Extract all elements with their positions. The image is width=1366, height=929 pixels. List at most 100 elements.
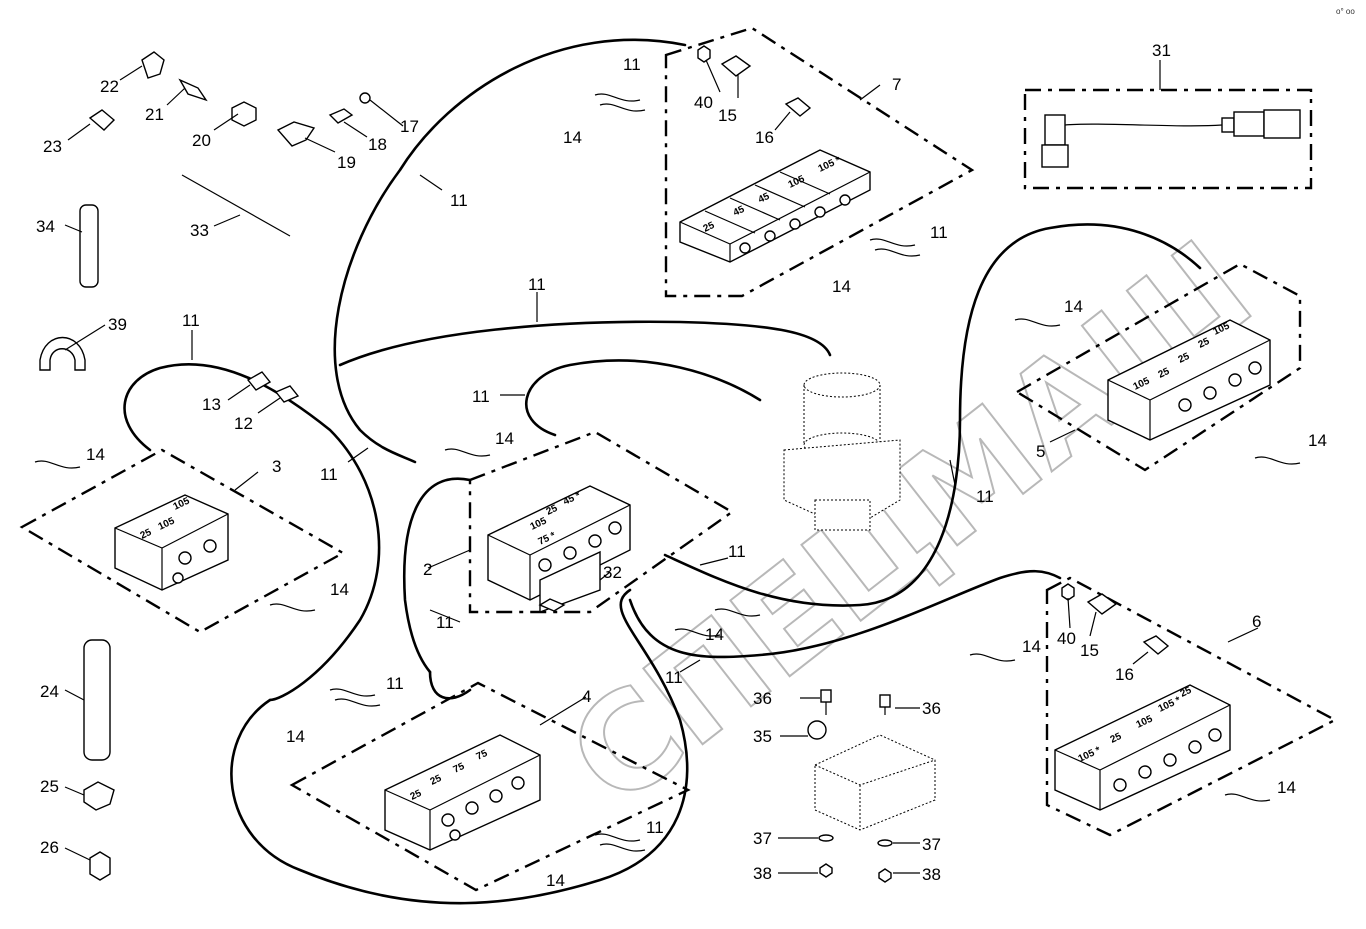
- hoses: [123, 38, 1202, 905]
- callout-16-b: 16: [1115, 665, 1134, 684]
- callout-34: 34: [36, 217, 55, 236]
- box-assembly-31: [1023, 88, 1313, 190]
- fitting-40-right: [1061, 583, 1075, 601]
- hose-lower-right: [628, 569, 1062, 659]
- connector-12: [274, 385, 300, 403]
- callout-36-b: 36: [922, 699, 941, 718]
- callout-18: 18: [368, 135, 387, 154]
- callout-24: 24: [40, 682, 59, 701]
- block4-label-75b: 75: [475, 748, 490, 763]
- adapter-21: [178, 78, 208, 102]
- callout-35: 35: [753, 727, 772, 746]
- callout-37-b: 37: [922, 835, 941, 854]
- box-assembly-5: [1014, 262, 1302, 472]
- callout-3: 3: [272, 457, 281, 476]
- box-assembly-7: [664, 26, 975, 298]
- box-assembly-3: [19, 448, 346, 634]
- callout-11-j: 11: [436, 613, 454, 632]
- callout-11-m: 11: [646, 818, 664, 837]
- lubrication-pump: [783, 372, 901, 531]
- callout-7: 7: [892, 75, 901, 94]
- callout-22: 22: [100, 77, 119, 96]
- callout-11-k: 11: [665, 668, 683, 687]
- callout-11-l: 11: [386, 674, 404, 693]
- grease-nipple-22: [141, 51, 165, 79]
- callout-40-b: 40: [1057, 629, 1076, 648]
- callout-11-h: 11: [976, 487, 994, 506]
- fitting-32: [538, 598, 566, 612]
- callout-15-a: 15: [718, 106, 737, 125]
- distributor-block-5: 105 25 25 25 105: [1107, 319, 1271, 441]
- block5-label-25: 25: [1157, 366, 1172, 381]
- connector-13: [246, 371, 272, 391]
- callout-39: 39: [108, 315, 127, 334]
- hose-bottom: [428, 670, 472, 700]
- hose-top-loop: [333, 38, 687, 464]
- callout-20: 20: [192, 131, 211, 150]
- callout-14-i: 14: [1022, 637, 1041, 656]
- callout-14-k: 14: [286, 727, 305, 746]
- box-assembly-2: [468, 430, 735, 614]
- block6-label-25b: 25: [1179, 685, 1194, 700]
- hose-middle: [338, 320, 832, 367]
- nut-20: [231, 101, 257, 127]
- distributor-block-6: 105 * 25 105 105 * 25: [1054, 684, 1231, 811]
- fitting-40-top: [697, 45, 711, 63]
- distributor-block-7: 25 45 45 105 105 *: [679, 149, 871, 263]
- grease-cartridge-24: [83, 639, 111, 761]
- hose-right-loop: [663, 223, 1202, 607]
- block4-label-75: 75: [452, 761, 467, 776]
- block2-label-25: 25: [545, 503, 560, 518]
- callout-11-b: 11: [320, 465, 338, 484]
- callout-14-c: 14: [563, 128, 582, 147]
- elbow-19: [276, 121, 316, 147]
- callout-14-e: 14: [1064, 297, 1083, 316]
- o-ring-17: [359, 92, 371, 104]
- callout-14-a: 14: [86, 445, 105, 464]
- block7-label-45b: 45: [757, 191, 772, 206]
- callout-14-d: 14: [832, 277, 851, 296]
- box-assembly-4: [289, 681, 691, 892]
- callout-12: 12: [234, 414, 253, 433]
- callout-14-g: 14: [1308, 431, 1327, 450]
- sensor-cable: [1041, 109, 1301, 168]
- distributor-block-2: 75 * 105 25 45 *: [487, 485, 631, 614]
- fitting-15-right: [1086, 593, 1118, 615]
- box-assembly-6: [1045, 576, 1338, 837]
- spiral-sleeve-34: [79, 204, 99, 288]
- connector-18: [328, 108, 354, 124]
- callout-36-a: 36: [753, 689, 772, 708]
- callout-21: 21: [145, 105, 164, 124]
- fitting-25: [83, 781, 115, 811]
- callout-37-a: 37: [753, 829, 772, 848]
- block5-label-25c: 25: [1197, 336, 1212, 351]
- callout-5: 5: [1036, 442, 1045, 461]
- callout-14-b: 14: [330, 580, 349, 599]
- callout-25: 25: [40, 777, 59, 796]
- callout-11-f: 11: [528, 275, 546, 294]
- callout-2: 2: [423, 560, 432, 579]
- corner-mark: o° oo: [1336, 7, 1355, 16]
- cable-tie-33: [181, 174, 291, 237]
- callout-14-h: 14: [705, 625, 724, 644]
- clamp-39: [39, 336, 86, 371]
- fitting-16-top: [784, 97, 812, 117]
- hose-center-loop: [525, 359, 762, 437]
- callout-14-f: 14: [495, 429, 514, 448]
- callout-15-b: 15: [1080, 641, 1099, 660]
- callout-4: 4: [582, 687, 591, 706]
- callout-11-d: 11: [450, 191, 468, 210]
- callout-32: 32: [603, 563, 622, 582]
- block3-label-25: 25: [139, 527, 154, 542]
- plug-23: [88, 109, 116, 131]
- block4-label-25b: 25: [429, 773, 444, 788]
- block4-label-25: 25: [409, 788, 424, 803]
- hose-left-big-loop: [230, 477, 689, 905]
- callout-40-a: 40: [694, 93, 713, 112]
- hose-left-loop: [123, 363, 381, 702]
- callout-38-a: 38: [753, 864, 772, 883]
- callout-labels: 22 21 20 17 18 19 23 34 33 39 11 13 12 1…: [36, 41, 1327, 890]
- callout-11-c: 11: [623, 55, 641, 74]
- callout-11-a: 11: [182, 311, 200, 330]
